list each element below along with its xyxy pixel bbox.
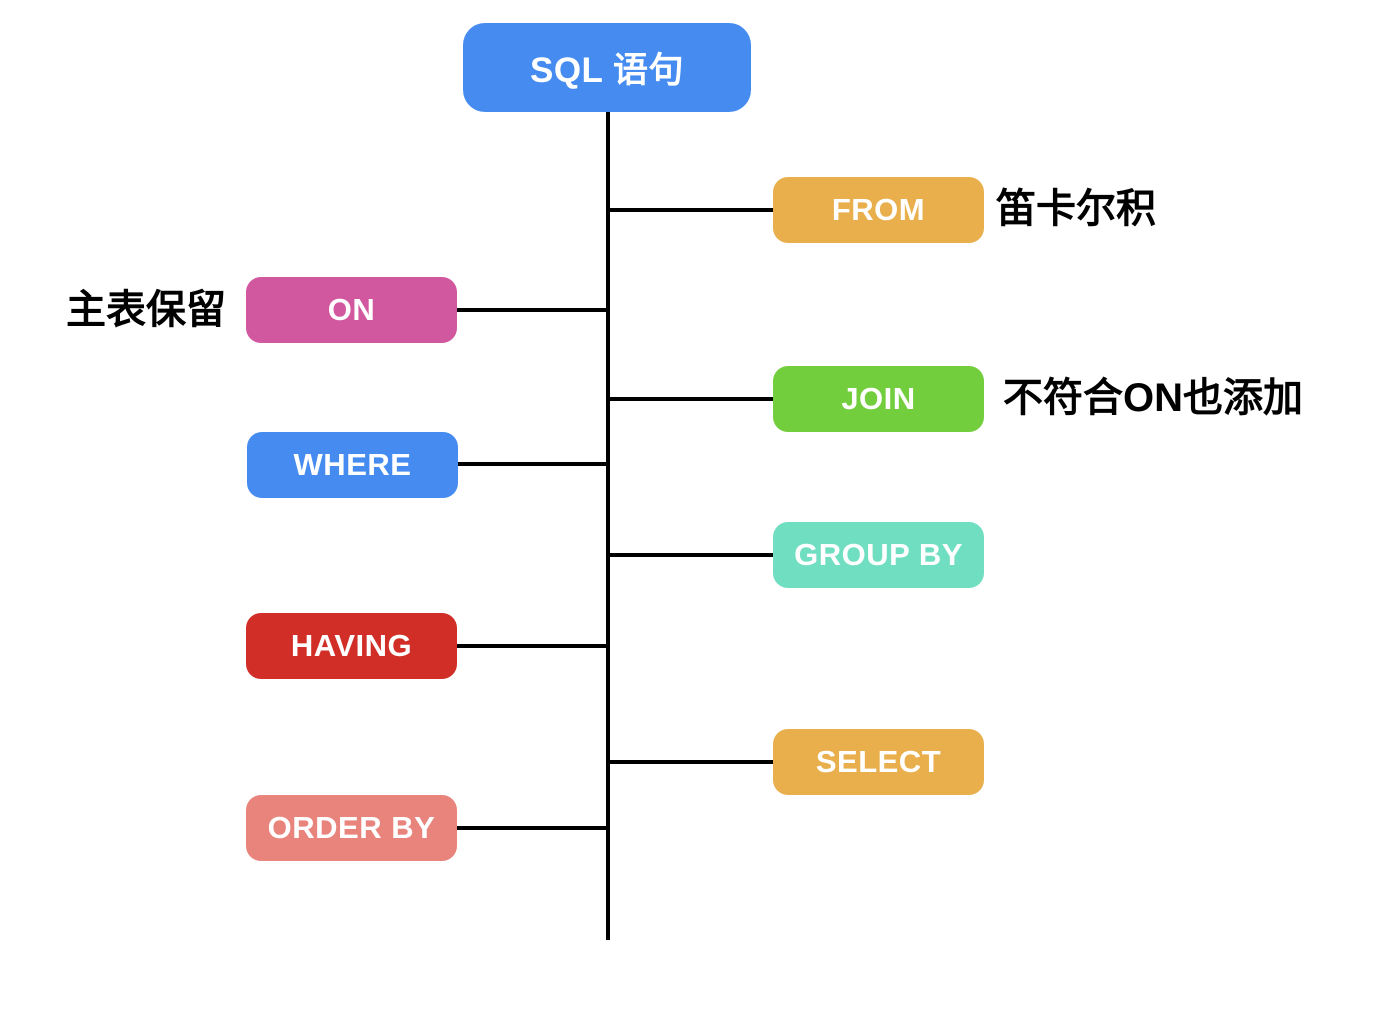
node-from: FROM	[773, 177, 984, 243]
node-having: HAVING	[246, 613, 457, 679]
node-on: ON	[246, 277, 457, 343]
node-on-label: ON	[327, 292, 376, 327]
node-sql-statement: SQL 语句	[463, 23, 751, 112]
node-from-label: FROM	[831, 192, 926, 227]
connector-join	[607, 397, 775, 401]
node-order-by: ORDER BY	[246, 795, 457, 861]
connector-having	[455, 644, 608, 648]
node-group-by: GROUP BY	[773, 522, 984, 588]
node-order-by-label: ORDER BY	[267, 810, 436, 845]
annotation-from-cartesian-product: 笛卡尔积	[996, 187, 1156, 231]
connector-on	[455, 308, 608, 312]
connector-order-by	[455, 826, 608, 830]
node-where: WHERE	[247, 432, 458, 498]
annotation-join-non-matching-added: 不符合ON也添加	[1003, 376, 1303, 420]
node-join: JOIN	[773, 366, 984, 432]
connector-select	[607, 760, 775, 764]
node-group-by-label: GROUP BY	[794, 537, 963, 572]
annotation-on-main-table-kept: 主表保留	[66, 288, 226, 332]
node-join-label: JOIN	[841, 381, 916, 416]
node-select-label: SELECT	[815, 744, 942, 779]
node-sql-statement-label: SQL 语句	[529, 51, 685, 90]
connector-where	[455, 462, 608, 466]
spine-line	[606, 110, 610, 940]
node-select: SELECT	[773, 729, 984, 795]
connector-from	[607, 208, 775, 212]
node-where-label: WHERE	[293, 447, 412, 482]
node-having-label: HAVING	[290, 628, 413, 663]
connector-group-by	[607, 553, 775, 557]
